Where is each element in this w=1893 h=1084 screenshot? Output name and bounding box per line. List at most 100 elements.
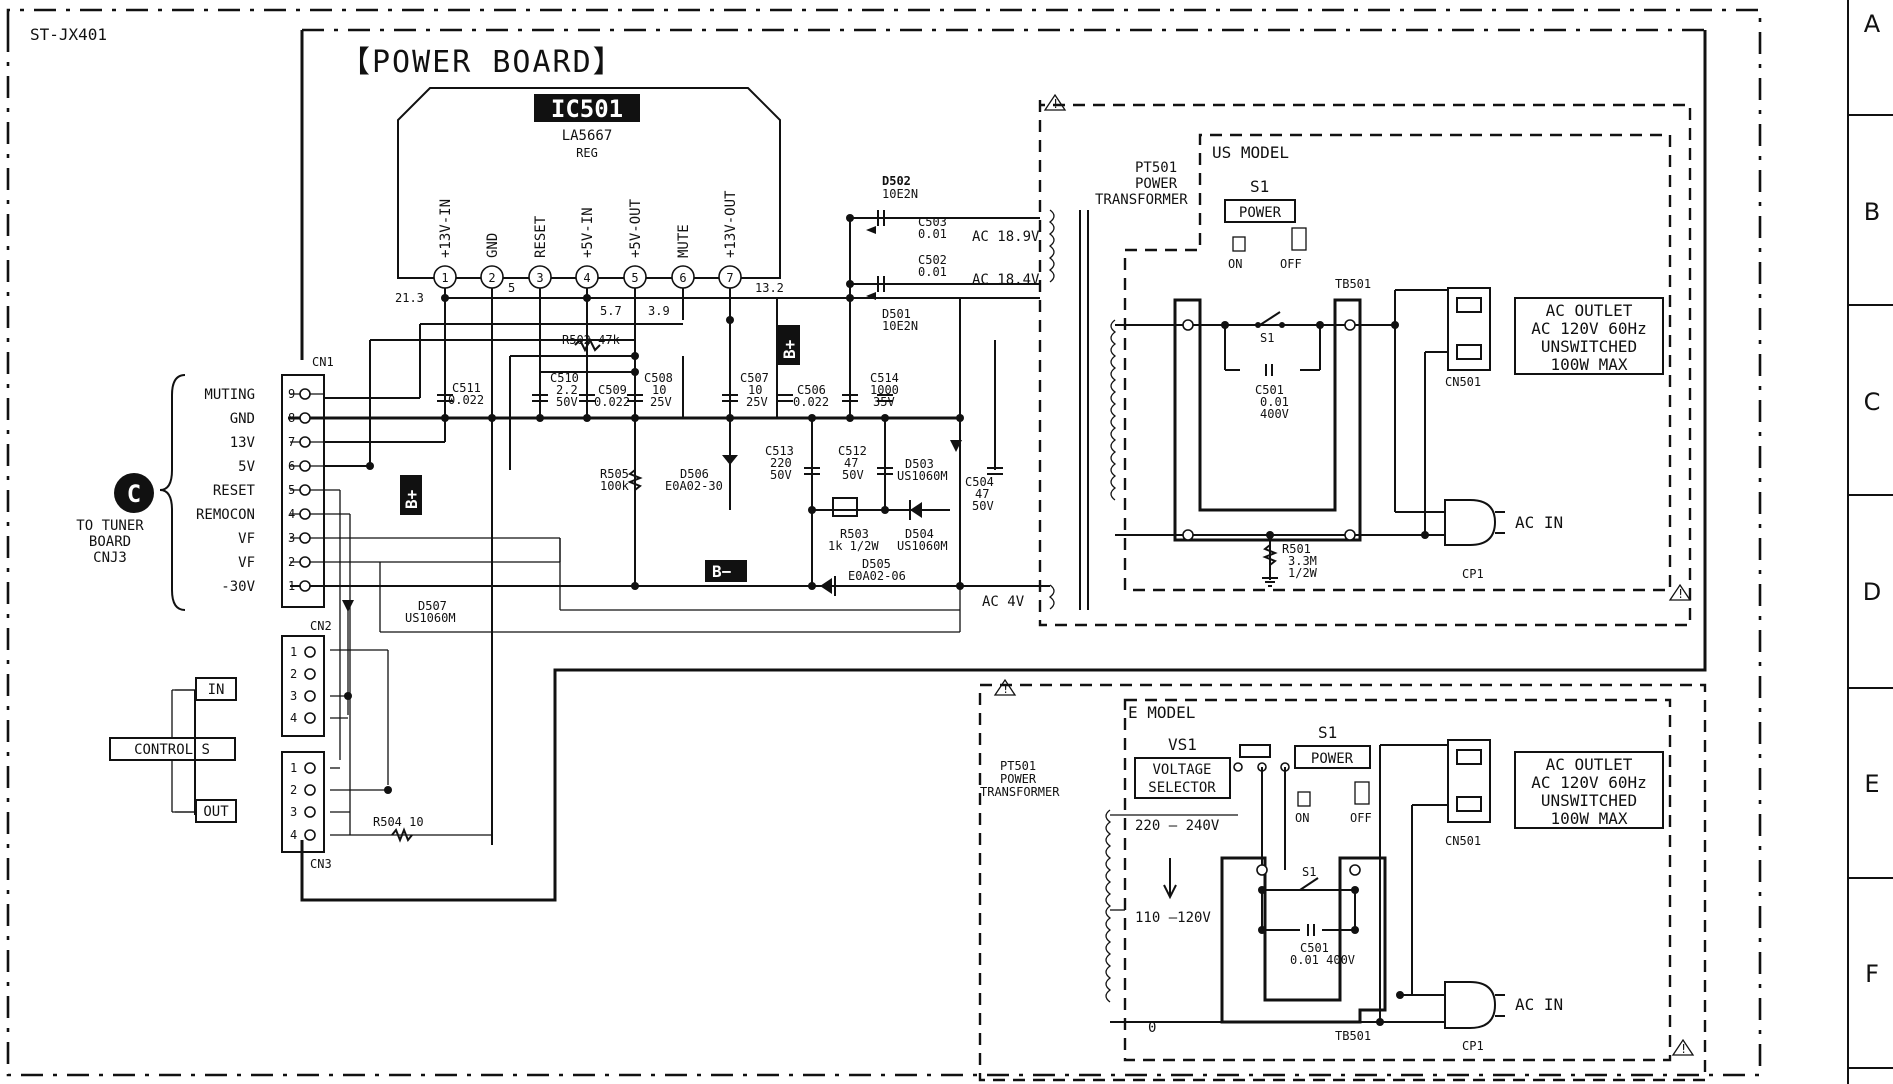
cn1-pin8: 8 xyxy=(288,411,295,425)
e-ac-in: AC IN xyxy=(1515,995,1563,1014)
bminus-marker xyxy=(705,560,747,582)
c512-value: 47 xyxy=(844,456,858,470)
c513-value: 220 xyxy=(770,456,792,470)
ic-pin-labels: +13V-IN GND RESET +5V-IN +5V-OUT MUTE +1… xyxy=(438,190,739,258)
c506-value: 0.022 xyxy=(793,395,829,409)
e-zero: 0 xyxy=(1148,1020,1156,1036)
c507-volt: 25V xyxy=(746,395,768,409)
sig-muting: MUTING xyxy=(204,387,255,403)
c504-label: C504 xyxy=(965,475,994,489)
cn1-pins xyxy=(299,388,311,592)
cn2-connector xyxy=(281,635,325,737)
us-tb501-frame xyxy=(1173,298,1362,542)
ac-18-9v: AC 18.9V xyxy=(972,229,1040,245)
cn1-label: CN1 xyxy=(312,355,334,369)
pt501-line3: TRANSFORMER xyxy=(1095,192,1188,208)
r505-label: R505 xyxy=(600,467,629,481)
us-outlet-line2: AC 120V 60Hz xyxy=(1531,319,1647,338)
cn1-pin7: 7 xyxy=(288,435,295,449)
sig-gnd: GND xyxy=(230,411,255,427)
e-outer-frame xyxy=(978,683,1707,1082)
ic-pin5-label: +5V-OUT xyxy=(628,198,644,258)
d505-label: D505 xyxy=(862,557,891,571)
ic501-ref-box xyxy=(534,94,640,122)
e-off: OFF xyxy=(1350,811,1372,825)
selector-line2: SELECTOR xyxy=(1148,780,1216,796)
v-pin4: 5.7 xyxy=(600,304,622,318)
svg-text:!: ! xyxy=(1002,682,1009,696)
e-plug xyxy=(1444,981,1497,1029)
resistor-symbols xyxy=(391,337,643,843)
e-s1-switch-label: S1 xyxy=(1302,865,1316,879)
us-r501-label: R501 xyxy=(1282,542,1311,556)
c508-volt: 25V xyxy=(650,395,672,409)
sig-vf2: VF xyxy=(238,555,255,571)
us-outlet-line4: 100W MAX xyxy=(1550,355,1627,374)
c514-volt: 35V xyxy=(873,395,895,409)
cn3-pin1: 1 xyxy=(290,761,297,775)
r502-label: R502 47k xyxy=(562,333,621,347)
sig-reset: RESET xyxy=(213,483,256,499)
c508-value: 10 xyxy=(652,383,666,397)
pt501-line1: PT501 xyxy=(1135,160,1177,176)
selector-line1: VOLTAGE xyxy=(1152,762,1211,778)
us-c501-value: 0.01 xyxy=(1260,395,1289,409)
r503-label: R503 xyxy=(840,527,869,541)
bplus-marker-2 xyxy=(400,475,422,515)
ic-pin4-num: 4 xyxy=(583,271,590,285)
cn2-pin2: 2 xyxy=(290,667,297,681)
cn3-connector xyxy=(281,751,325,853)
ic-pin2-label: GND xyxy=(485,233,501,258)
grid-label-d: D xyxy=(1863,578,1881,606)
cn2-pins: 1 2 3 4 xyxy=(290,645,316,725)
us-plug xyxy=(1444,499,1497,546)
c506-label: C506 xyxy=(797,383,826,397)
cn2-pin1: 1 xyxy=(290,645,297,659)
sig-minus30v: -30V xyxy=(221,579,255,595)
c-badge-text: C xyxy=(127,480,141,508)
cn1-connector xyxy=(281,374,325,608)
c509-value: 0.022 xyxy=(594,395,630,409)
d503-label: D503 xyxy=(905,457,934,471)
control-out: OUT xyxy=(203,804,229,820)
r503-body xyxy=(832,497,858,517)
us-tb501: TB501 xyxy=(1335,277,1371,291)
cn1-pin5: 5 xyxy=(288,483,295,497)
c513-label: C513 xyxy=(765,444,794,458)
ic-pins: 1 2 3 4 5 6 7 xyxy=(433,265,742,289)
voltage-selector-box xyxy=(1134,757,1231,799)
c514-value: 1000 xyxy=(870,383,899,397)
power-board-outline xyxy=(300,30,1707,902)
us-outlet-line1: AC OUTLET xyxy=(1546,301,1633,320)
d501-value: 10E2N xyxy=(882,319,918,333)
us-ac-in: AC IN xyxy=(1515,513,1563,532)
c512-label: C512 xyxy=(838,444,867,458)
us-c501-label: C501 xyxy=(1255,383,1284,397)
cn3-pin2: 2 xyxy=(290,783,297,797)
junctions xyxy=(344,214,964,794)
component-labels: C511 0.022 C510 2.2 50V C509 0.022 C508 … xyxy=(373,174,994,829)
ic-pin1-num: 1 xyxy=(441,271,448,285)
d502-value: 10E2N xyxy=(882,187,918,201)
c513-volt: 50V xyxy=(770,468,792,482)
e-pt501-line3: TRANSFORMER xyxy=(980,785,1060,799)
tuner-brace xyxy=(159,374,186,611)
cn3-label: CN3 xyxy=(310,857,332,871)
d502-label: D502 xyxy=(882,174,911,188)
e-power: POWER xyxy=(1311,751,1354,767)
d503-value: US1060M xyxy=(897,469,948,483)
ac-18-4v: AC 18.4V xyxy=(972,272,1040,288)
cn1-signal-labels: MUTING GND 13V 5V RESET REMOCON VF VF -3… xyxy=(196,387,256,595)
c514-label: C514 xyxy=(870,371,899,385)
us-s1-switch-label: S1 xyxy=(1260,331,1274,345)
d505-value: E0A02-06 xyxy=(848,569,906,583)
e-v110: 110 —120V xyxy=(1135,910,1211,926)
e-model-title: E MODEL xyxy=(1128,703,1195,722)
ic-pin7-num: 7 xyxy=(726,271,733,285)
ic-pin1-label: +13V-IN xyxy=(438,199,454,258)
bplus-text-2: B+ xyxy=(402,489,421,509)
warning-icon: ! ! ! ! xyxy=(993,93,1695,1056)
e-tb501-frame xyxy=(1220,856,1387,1024)
e-power-box xyxy=(1294,745,1371,769)
